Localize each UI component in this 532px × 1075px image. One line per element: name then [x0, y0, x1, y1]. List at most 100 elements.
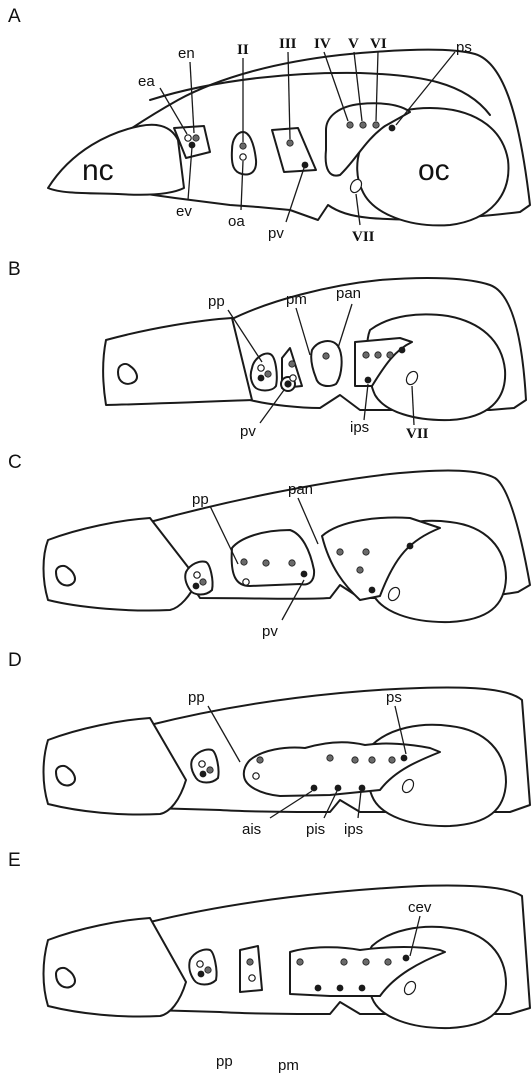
panel-c-grey-dot: [357, 567, 363, 573]
panel-d-grey-dot: [352, 757, 358, 763]
panel-e-black-dot: [359, 985, 366, 992]
panel-b-leader-line: [260, 390, 284, 423]
panel-a-label-oa: oa: [228, 213, 245, 230]
panel-c-open-circle: [243, 579, 249, 585]
panel-a-leader-line: [356, 194, 360, 225]
panel-c-label-pan: pan: [288, 481, 313, 498]
panel-d: D pp ps ais pis ips: [8, 650, 530, 838]
panel-a-black-dot: [302, 162, 309, 169]
panel-e-black-dot: [403, 955, 410, 962]
panel-d-grey-dot: [327, 755, 333, 761]
panel-d-label-ps: ps: [386, 689, 402, 706]
panel-b-label-pm: pm: [286, 291, 307, 308]
panel-a-leader-line: [288, 52, 290, 139]
panel-e-open-circle: [249, 975, 255, 981]
panel-b-grey-dot: [363, 352, 369, 358]
panel-e: E cev pp pm: [8, 850, 530, 1074]
panel-c-grey-dot: [289, 560, 295, 566]
panel-e-label-cev: cev: [408, 899, 432, 916]
panel-a-label-ea: ea: [138, 73, 155, 90]
panel-c-letter: C: [8, 452, 22, 473]
panel-d-black-dot: [401, 755, 408, 762]
panel-c: C pp pan pv: [8, 452, 530, 640]
panel-a-grey-dot: [347, 122, 353, 128]
panel-e-grey-dot: [247, 959, 253, 965]
panel-b-foramen-pp: [251, 354, 277, 391]
panel-a-open-circle: [240, 154, 246, 160]
panel-a-letter: A: [8, 6, 21, 27]
panel-a-grey-dot: [240, 143, 246, 149]
panel-d-open-circle: [253, 773, 259, 779]
panel-e-black-dot: [337, 985, 344, 992]
panel-d-grey-dot: [389, 757, 395, 763]
panel-e-grey-dot: [205, 967, 211, 973]
panel-b-leader-line: [338, 304, 352, 348]
panel-a: A nc oc ea en ev: [8, 6, 530, 245]
panel-c-grey-dot: [200, 579, 206, 585]
panel-b-otic-capsule: [367, 314, 505, 420]
panel-c-nasal-capsule: [44, 518, 199, 611]
panel-c-foramen-mid: [232, 530, 314, 586]
panel-e-open-circle: [197, 961, 203, 967]
panel-b-black-dot: [258, 375, 265, 382]
panel-a-label-nc: nc: [82, 154, 114, 187]
panel-c-black-dot: [193, 583, 200, 590]
panel-c-leader-line: [282, 580, 304, 620]
panel-a-label-ii: II: [237, 42, 249, 58]
panel-c-leader-line: [210, 506, 238, 564]
panel-a-label-v: V: [348, 36, 359, 52]
panel-e-grey-dot: [363, 959, 369, 965]
panel-a-leader-line: [324, 52, 348, 121]
panel-d-grey-dot: [207, 767, 213, 773]
panel-b-black-dot: [399, 347, 406, 354]
panel-a-label-ev: ev: [176, 203, 192, 220]
panel-e-label-pm: pm: [278, 1057, 299, 1074]
panel-b-nasal-capsule: [103, 318, 252, 405]
panel-c-black-dot: [369, 587, 376, 594]
panel-a-grey-dot: [360, 122, 366, 128]
panel-c-grey-dot: [263, 560, 269, 566]
panel-b-label-pp: pp: [208, 293, 225, 310]
panel-a-foramen-iii: [272, 128, 316, 172]
panel-b-label-pan: pan: [336, 285, 361, 302]
panel-a-nasal-capsule: [48, 125, 184, 195]
panel-d-leader-line: [358, 791, 361, 818]
panel-b-grey-dot: [375, 352, 381, 358]
panel-a-label-pv: pv: [268, 225, 284, 242]
panel-c-grey-dot: [363, 549, 369, 555]
panel-c-grey-dot: [241, 559, 247, 565]
panel-e-foramen-pp: [189, 949, 216, 984]
panel-a-foramen-ii: [232, 132, 256, 174]
panel-b-open-circle: [290, 375, 296, 381]
panel-b-label-pv: pv: [240, 423, 256, 440]
panel-a-grey-dot: [193, 135, 199, 141]
panel-b-foramen-pm: [311, 341, 341, 386]
panel-d-label-pis: pis: [306, 821, 325, 838]
panel-b-black-dot: [284, 380, 291, 387]
panel-a-label-vii: VII: [352, 229, 375, 245]
panel-b-label-vii: VII: [406, 426, 429, 442]
panel-a-open-circle: [185, 135, 191, 141]
panel-b-leader-line: [364, 384, 368, 420]
panel-a-black-dot: [389, 125, 396, 132]
panel-a-label-en: en: [178, 45, 195, 62]
panel-d-letter: D: [8, 650, 22, 671]
panel-b-grey-dot: [323, 353, 329, 359]
panel-b-open-circle: [258, 365, 264, 371]
panel-a-grey-dot: [287, 140, 293, 146]
panel-b-grey-dot: [289, 361, 295, 367]
panel-c-label-pp: pp: [192, 491, 209, 508]
panel-a-leader-line: [190, 62, 194, 133]
panel-b: B pp pm pan pv ips VII: [8, 259, 526, 442]
panel-b-leader-line: [296, 308, 310, 355]
panel-c-open-circle: [194, 572, 200, 578]
panel-b-grey-dot: [265, 371, 271, 377]
panel-a-label-oc: oc: [418, 154, 450, 187]
panel-e-grey-dot: [341, 959, 347, 965]
panel-a-grey-dot: [373, 122, 379, 128]
panel-d-black-dot: [335, 785, 342, 792]
panel-b-label-ips: ips: [350, 419, 369, 436]
panel-d-grey-dot: [257, 757, 263, 763]
panel-d-label-ips: ips: [344, 821, 363, 838]
panel-b-grey-dot: [387, 352, 393, 358]
